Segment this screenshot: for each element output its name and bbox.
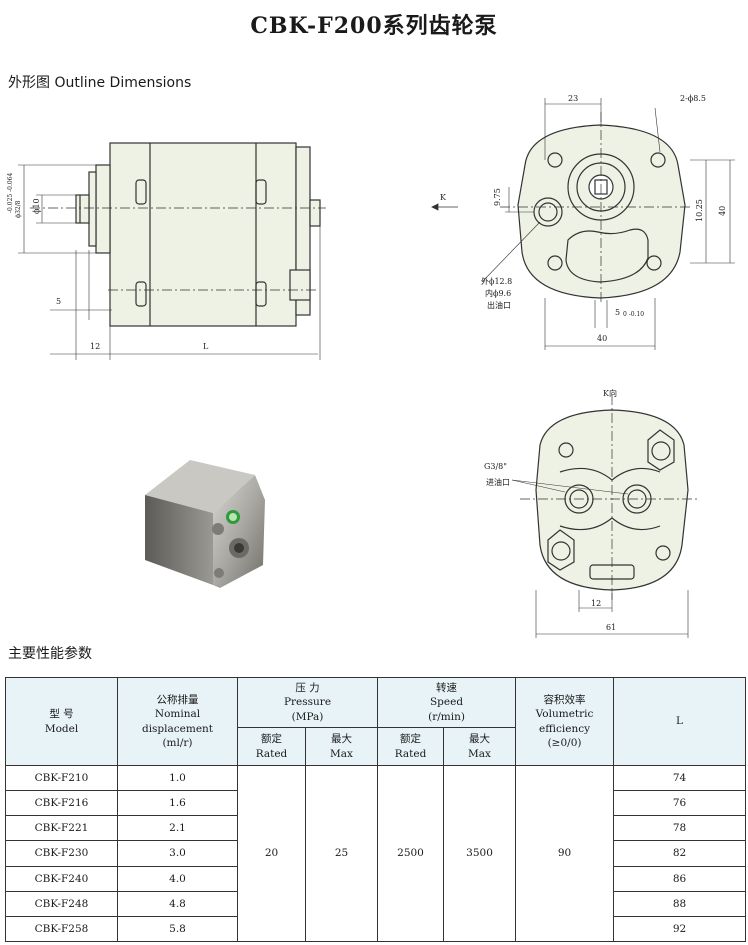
model-cell: CBK-F230 <box>5 840 118 867</box>
speed-max-cell: 3500 <box>443 765 517 942</box>
L-cell: 76 <box>613 790 747 817</box>
dim-40-horizontal: 40 <box>597 334 607 343</box>
front-view-drawing <box>481 98 735 350</box>
pump-photo <box>145 460 265 588</box>
dim-10-25: 10.25 <box>695 199 704 222</box>
col-L: L <box>613 677 747 766</box>
page-title: CBK-F200系列齿轮泵 <box>250 13 498 39</box>
displacement-cell: 3.0 <box>117 840 238 867</box>
speed-rated-cell: 2500 <box>377 765 445 942</box>
rear-view-drawing <box>511 395 700 638</box>
dim-9-75: 9.75 <box>493 188 502 206</box>
outlet-label: 出油口 <box>487 300 511 310</box>
table-row: CBK-F230 3.0 82 <box>5 840 747 867</box>
inlet-label: 进油口 <box>486 477 510 487</box>
displacement-cell: 5.8 <box>117 915 238 943</box>
params-heading: 主要性能参数 <box>8 646 92 662</box>
table-row: CBK-F258 5.8 92 <box>5 915 747 943</box>
dim-12-right: 12 <box>591 599 601 608</box>
pressure-rated-cell: 20 <box>237 765 306 942</box>
outer-dia-label: 外ϕ12.8 <box>481 276 512 286</box>
model-cell: CBK-F248 <box>5 890 118 917</box>
shaft-dia-label: ϕ32/8 <box>15 200 22 218</box>
displacement-cell: 1.0 <box>117 764 238 792</box>
k-arrow-label: K <box>440 193 447 202</box>
L-cell: 74 <box>613 764 747 792</box>
efficiency-cell: 90 <box>515 765 615 942</box>
model-cell: CBK-F216 <box>5 790 118 817</box>
model-cell: CBK-F221 <box>5 815 118 842</box>
pressure-max-cell: 25 <box>304 765 379 942</box>
dim-23: 23 <box>568 94 578 103</box>
table-row: CBK-F248 4.8 88 <box>5 890 747 917</box>
L-cell: 78 <box>613 815 747 842</box>
dim-12-left: 12 <box>90 342 100 351</box>
outline-heading: 外形图 Outline Dimensions <box>8 75 192 91</box>
dim-5-tolerance: 0 -0.10 <box>623 311 644 318</box>
table-row: CBK-F240 4.0 86 <box>5 865 747 892</box>
dim-L: L <box>203 342 209 351</box>
dim-5-right: 5 <box>615 308 620 317</box>
k-view-label: K向 <box>603 388 617 398</box>
table-row: CBK-F221 2.1 78 <box>5 815 747 842</box>
holes-label: 2-ϕ8.5 <box>680 94 706 103</box>
k-view-arrow <box>431 203 458 211</box>
table-row: CBK-F216 1.6 76 <box>5 790 747 817</box>
dim-40-vertical: 40 <box>718 206 727 216</box>
side-view-drawing <box>18 142 326 360</box>
L-cell: 82 <box>613 840 747 867</box>
L-cell: 88 <box>613 890 747 917</box>
dim-5-left: 5 <box>56 297 61 306</box>
shaft-tol-label: -0.025 -0.064 <box>7 173 14 213</box>
model-cell: CBK-F240 <box>5 865 118 892</box>
table-row: CBK-F210 1.0 20 25 2500 3500 90 74 <box>5 764 747 942</box>
L-cell: 92 <box>613 915 747 943</box>
L-cell: 86 <box>613 865 747 892</box>
model-cell: CBK-F258 <box>5 915 118 943</box>
dim-61: 61 <box>606 623 616 632</box>
inner-dia-label: 内ϕ9.6 <box>485 288 511 298</box>
displacement-cell: 4.0 <box>117 865 238 892</box>
displacement-cell: 1.6 <box>117 790 238 817</box>
g-thread-label: G3/8" <box>484 462 507 471</box>
model-cell: CBK-F210 <box>5 764 118 792</box>
displacement-cell: 2.1 <box>117 815 238 842</box>
bore-dia-label: ϕ10 <box>32 198 41 214</box>
displacement-cell: 4.8 <box>117 890 238 917</box>
